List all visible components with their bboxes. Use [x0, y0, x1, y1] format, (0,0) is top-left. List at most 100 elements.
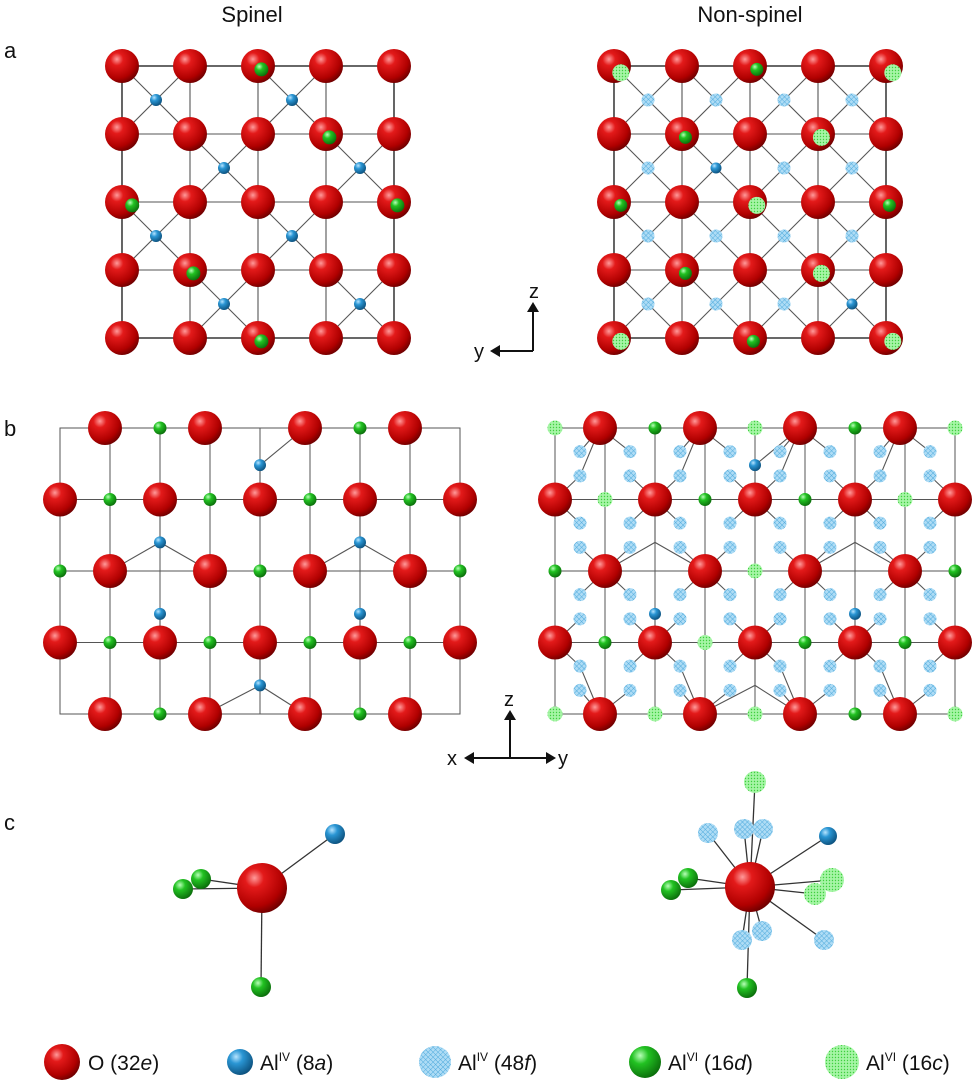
al-iv-8a-atom — [354, 536, 366, 549]
al-vi-16c-atom — [547, 420, 563, 436]
oxygen-atom — [43, 482, 77, 517]
al-vi-16d-atom — [678, 130, 692, 144]
oxygen-atom — [241, 117, 275, 151]
oxygen-atom — [288, 697, 322, 731]
svg-text:AlIV (8a): AlIV (8a) — [260, 1050, 333, 1075]
panel-b-non-spinel-structure — [538, 411, 972, 731]
al-iv-48f-atom — [723, 469, 737, 483]
oxygen-atom — [738, 482, 772, 517]
al-iv-48f-atom — [673, 659, 687, 673]
al-iv-8a-atom — [819, 827, 837, 845]
al-iv-48f-atom — [623, 683, 637, 697]
oxygen-atom — [105, 49, 139, 83]
column-title-spinel: Spinel — [221, 2, 282, 27]
al-iv-48f-atom — [923, 469, 937, 483]
al-iv-48f-atom — [723, 612, 737, 626]
oxygen-atom — [838, 482, 872, 517]
al-iv-8a-atom — [849, 607, 861, 620]
al-iv-48f-atom — [923, 588, 937, 602]
al-iv-48f-atom — [623, 469, 637, 483]
al-iv-48f-atom — [823, 516, 837, 530]
al-iv-48f-atom — [823, 588, 837, 602]
axis-label-y-a: y — [474, 341, 484, 363]
al-vi-16c-atom — [947, 706, 963, 722]
oxygen-atom — [869, 253, 903, 287]
oxygen-atom — [783, 697, 817, 731]
al-iv-48f-atom — [673, 445, 687, 459]
legend-item-al-vi-16c: AlVI (16c) — [825, 1045, 950, 1079]
al-vi-16c-atom — [747, 563, 763, 579]
al-iv-48f-atom — [923, 659, 937, 673]
al-iv-48f-atom — [709, 297, 723, 311]
al-vi-16c-atom — [747, 420, 763, 436]
al-iv-48f-atom — [641, 229, 655, 243]
svg-text:AlVI (16c): AlVI (16c) — [866, 1050, 950, 1075]
axis-label-x-b: x — [447, 748, 457, 770]
oxygen-atom — [43, 625, 77, 660]
legend-al-iv-48f-suffix: ) — [530, 1052, 537, 1075]
al-iv-48f-atom — [752, 921, 772, 941]
al-vi-16d-atom — [303, 493, 317, 506]
oxygen-atom — [665, 321, 699, 355]
axis-label-z-a: z — [529, 281, 539, 303]
oxygen-atom — [193, 554, 227, 588]
al-vi-16c-atom — [804, 883, 826, 905]
al-iv-8a-atom — [218, 162, 230, 174]
legend-swatch-al-iv-8a — [227, 1049, 253, 1075]
oxygen-atom — [883, 411, 917, 445]
al-iv-8a-atom — [150, 230, 162, 242]
legend-swatch-al-iv-48f — [419, 1046, 451, 1078]
oxygen-atom — [638, 625, 672, 660]
legend-al-iv-48f-prefix: Al — [458, 1052, 477, 1075]
al-iv-8a-atom — [846, 298, 858, 310]
legend-al-vi-16d-suffix: ) — [746, 1052, 753, 1075]
axis-label-y-b: y — [558, 748, 568, 770]
legend-al-iv-8a-sup: IV — [279, 1050, 290, 1064]
al-iv-48f-atom — [753, 819, 773, 839]
legend-al-vi-16c-prefix: Al — [866, 1052, 885, 1075]
oxygen-atom — [243, 482, 277, 517]
al-iv-48f-atom — [673, 516, 687, 530]
oxygen-atom — [638, 482, 672, 517]
oxygen-atom — [388, 697, 422, 731]
oxygen-atom — [237, 863, 287, 913]
al-iv-48f-atom — [823, 659, 837, 673]
oxygen-atom — [888, 554, 922, 588]
legend-al-iv-8a-site: a — [315, 1052, 327, 1075]
oxygen-atom — [683, 697, 717, 731]
al-vi-16d-atom — [173, 879, 193, 899]
al-iv-48f-atom — [923, 445, 937, 459]
oxygen-atom — [738, 625, 772, 660]
oxygen-atom — [801, 321, 835, 355]
oxygen-atom — [597, 117, 631, 151]
al-vi-16d-atom — [153, 421, 167, 435]
legend-al-vi-16c-site: c — [932, 1052, 943, 1075]
al-iv-48f-atom — [773, 469, 787, 483]
oxygen-atom — [188, 697, 222, 731]
legend-al-vi-16c-sup: VI — [885, 1050, 896, 1064]
al-iv-48f-atom — [623, 659, 637, 673]
al-iv-48f-atom — [773, 588, 787, 602]
oxygen-atom — [377, 49, 411, 83]
oxygen-atom — [173, 49, 207, 83]
oxygen-atom — [801, 185, 835, 219]
oxygen-atom — [88, 697, 122, 731]
al-vi-16c-atom — [884, 332, 902, 350]
svg-text:AlVI (16d): AlVI (16d) — [668, 1050, 753, 1075]
al-iv-48f-atom — [623, 588, 637, 602]
al-vi-16d-atom — [251, 977, 271, 997]
al-iv-48f-atom — [873, 612, 887, 626]
al-vi-16c-atom — [647, 706, 663, 722]
al-iv-48f-atom — [573, 683, 587, 697]
legend-swatch-al-vi-16c — [825, 1045, 859, 1079]
oxygen-atom — [105, 117, 139, 151]
oxygen-atom — [597, 253, 631, 287]
al-vi-16c-atom — [612, 332, 630, 350]
legend-al-iv-48f-sup: IV — [477, 1050, 488, 1064]
oxygen-atom — [309, 185, 343, 219]
al-vi-16d-atom — [678, 868, 698, 888]
al-iv-48f-atom — [873, 516, 887, 530]
al-iv-48f-atom — [823, 683, 837, 697]
oxygen-atom — [173, 321, 207, 355]
oxygen-atom — [88, 411, 122, 445]
